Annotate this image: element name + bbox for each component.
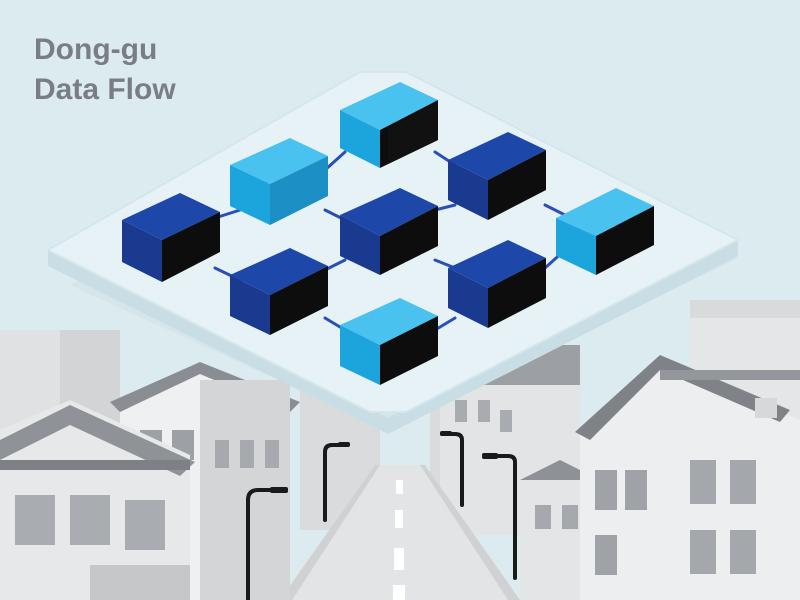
right-buildings (520, 355, 800, 600)
cube-icon (556, 188, 654, 275)
cube-icon (230, 138, 328, 225)
cube-icon (340, 298, 438, 385)
title-line-2: Data Flow (34, 73, 176, 106)
cube-icon (448, 132, 546, 220)
cube-nodes (122, 82, 654, 385)
lamp-heads (270, 431, 498, 493)
cube-icon (340, 82, 438, 168)
cube-icon (448, 240, 546, 328)
cube-icon (340, 188, 438, 275)
title-line-1: Dong-gu (34, 33, 158, 66)
road (280, 465, 520, 600)
cube-icon (122, 193, 220, 282)
cube-icon (230, 248, 328, 335)
page-title: Dong-gu Data Flow (34, 30, 176, 110)
street-lamp-icon (246, 432, 517, 600)
